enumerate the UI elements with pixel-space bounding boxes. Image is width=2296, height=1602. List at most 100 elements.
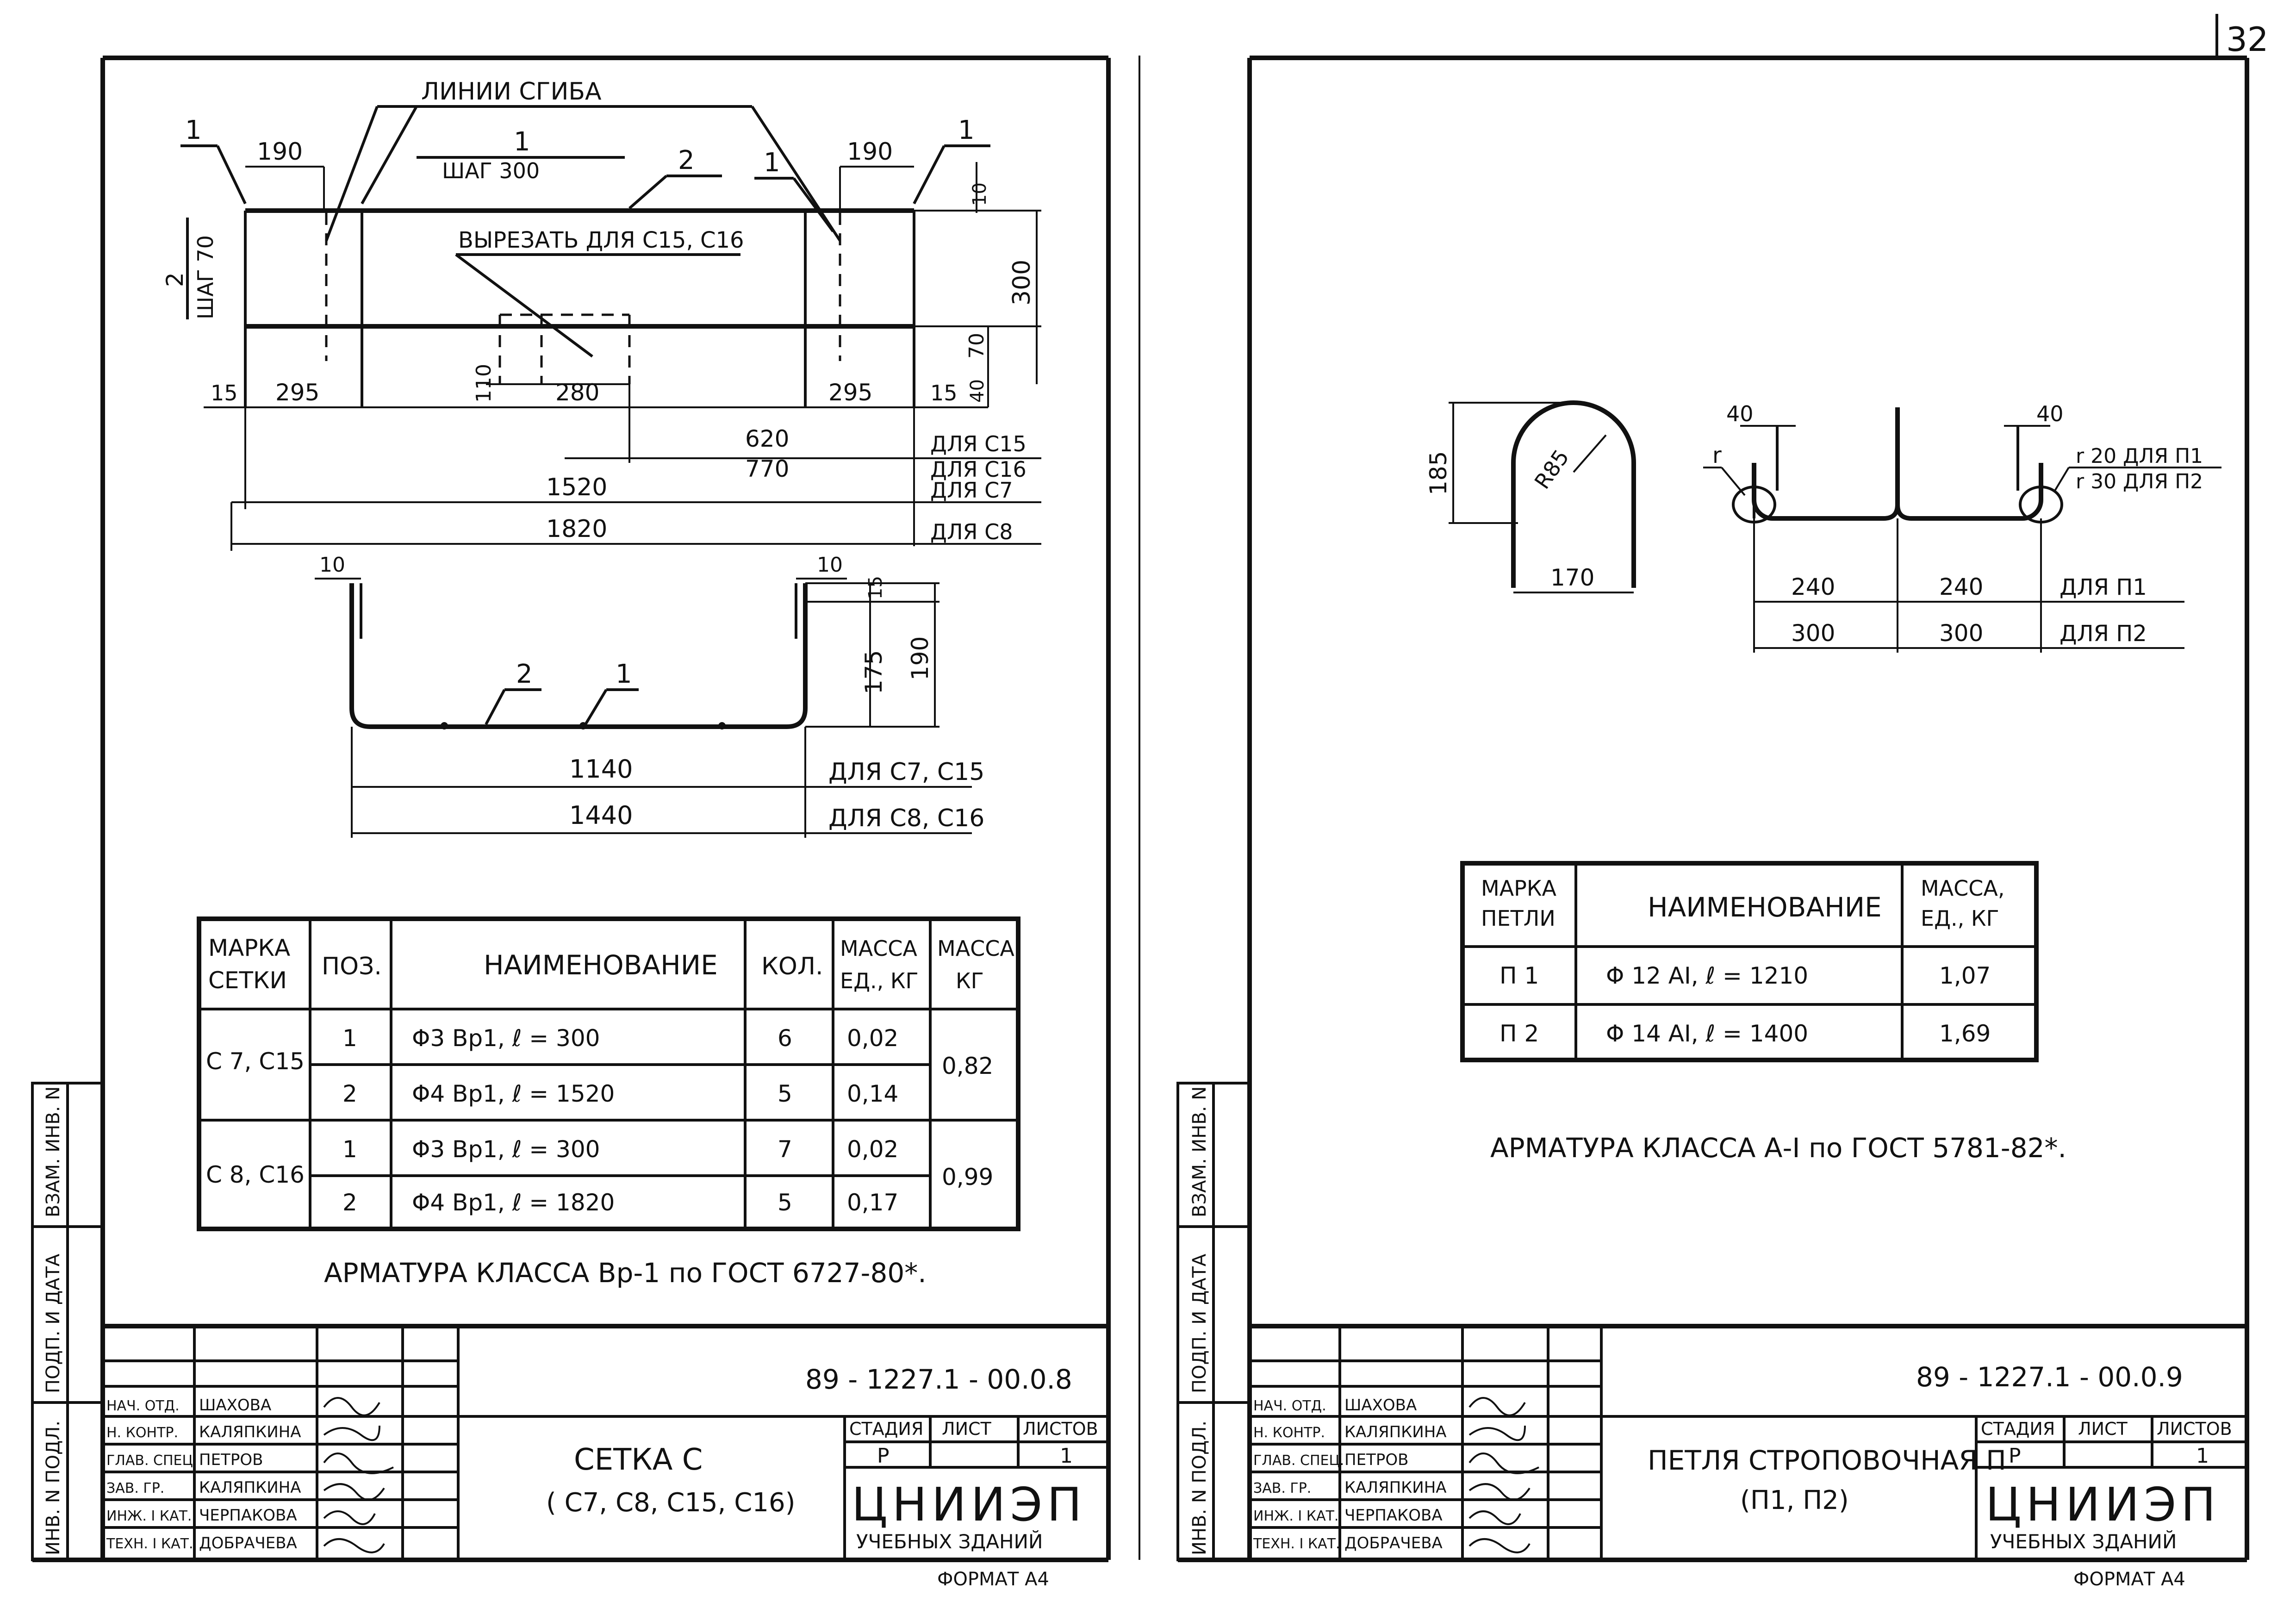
cell-pos-g1r1: 1 bbox=[342, 1025, 357, 1052]
th-loop-mark-2: ПЕТЛИ bbox=[1481, 906, 1556, 931]
left-signer-role-0: НАЧ. ОТД. bbox=[106, 1398, 180, 1414]
label-cut-note: ВЫРЕЗАТЬ ДЛЯ С15, С16 bbox=[458, 227, 744, 253]
cell-unit-g1r2: 0,14 bbox=[847, 1080, 898, 1107]
left-signer-name-4: ЧЕРПАКОВА bbox=[199, 1506, 297, 1525]
cell-unit-g2r2: 0,17 bbox=[847, 1189, 898, 1216]
right-rebar-note: АРМАТУРА КЛАССА А-I по ГОСТ 5781-82*. bbox=[1490, 1132, 2066, 1164]
right-doc-title: ПЕТЛЯ СТРОПОВОЧНАЯ П bbox=[1648, 1445, 2006, 1476]
th-loop-name: НАИМЕНОВАНИЕ bbox=[1648, 891, 1882, 923]
label-for-p2: ДЛЯ П2 bbox=[2060, 621, 2147, 647]
pos-marker-1a: 1 bbox=[185, 115, 202, 145]
label-for-c16: ДЛЯ С16 bbox=[930, 457, 1027, 482]
left-stage-label: СТАДИЯ bbox=[849, 1419, 923, 1439]
dim-280-cut: 280 bbox=[555, 379, 599, 406]
dim-10-top: 10 bbox=[969, 182, 990, 206]
cell-qty-g1r2: 5 bbox=[778, 1080, 792, 1107]
loop-side-drawing: 40 40 r r 20 ДЛЯ П1 r 30 ДЛЯ П2 240 240 … bbox=[1703, 401, 2221, 653]
pos-marker-1b: 1 bbox=[514, 127, 530, 157]
left-signer-role-3: ЗАВ. ГР. bbox=[106, 1480, 164, 1496]
pos-marker-1-section: 1 bbox=[616, 659, 632, 689]
right-signer-name-2: ПЕТРОВ bbox=[1344, 1451, 1408, 1469]
cell-name-g2r1: Φ3 Вр1, ℓ = 300 bbox=[412, 1136, 600, 1163]
dim-295-right: 295 bbox=[828, 379, 872, 406]
left-sheet-label: ЛИСТ bbox=[942, 1419, 992, 1439]
right-stage-value: Р bbox=[2009, 1444, 2021, 1468]
label-r30: r 30 ДЛЯ П2 bbox=[2076, 470, 2203, 493]
th-loop-mass-2: ЕД., КГ bbox=[1921, 906, 1999, 931]
cell-total-g2: 0,99 bbox=[942, 1164, 993, 1191]
th-loop-mass-1: МАССА, bbox=[1921, 876, 2004, 901]
left-signer-name-5: ДОБРАЧЕВА bbox=[199, 1534, 297, 1552]
mesh-spec-table: МАРКА СЕТКИ ПОЗ. НАИМЕНОВАНИЕ КОЛ. МАССА… bbox=[197, 916, 1020, 1231]
left-sheets-label: ЛИСТОВ bbox=[1023, 1419, 1098, 1439]
right-sheets-label: ЛИСТОВ bbox=[2157, 1419, 2232, 1439]
dim-r85: R85 bbox=[1530, 445, 1574, 493]
left-sheet-value: 1 bbox=[1060, 1444, 1073, 1468]
right-org-sub: УЧЕБНЫХ ЗДАНИЙ bbox=[1990, 1530, 2177, 1553]
dim-110-cut: 110 bbox=[472, 364, 496, 403]
cell-loop-name-1: Φ 14 АI, ℓ = 1400 bbox=[1606, 1020, 1808, 1047]
left-signer-role-1: Н. КОНТР. bbox=[106, 1425, 178, 1441]
left-signatures bbox=[323, 1397, 394, 1553]
dim-300-left: 300 bbox=[1791, 620, 1835, 647]
right-signer-role-4: ИНЖ. I КАТ. bbox=[1253, 1508, 1338, 1524]
left-signer-name-2: ПЕТРОВ bbox=[199, 1451, 263, 1469]
dim-40-right: 40 bbox=[967, 379, 988, 403]
dim-190-right: 190 bbox=[847, 138, 893, 166]
dim-15-left: 15 bbox=[211, 380, 238, 405]
dim-10-section-right: 10 bbox=[817, 553, 843, 577]
th-loop-mark-1: МАРКА bbox=[1481, 876, 1557, 901]
dim-170: 170 bbox=[1550, 564, 1594, 591]
dim-40-right: 40 bbox=[2036, 401, 2064, 426]
dim-1440: 1440 bbox=[569, 801, 633, 830]
right-format: ФОРМАТ А4 bbox=[2073, 1569, 2185, 1590]
mesh-plan-drawing: ЛИНИИ СГИБА 1 1 2 1 1 ШАГ 300 2 ШАГ 70 bbox=[162, 78, 1041, 551]
left-format: ФОРМАТ А4 bbox=[937, 1569, 1049, 1590]
dim-300-right: 300 bbox=[1008, 260, 1036, 305]
left-signer-name-3: КАЛЯПКИНА bbox=[199, 1478, 301, 1497]
left-org-sub: УЧЕБНЫХ ЗДАНИЙ bbox=[856, 1530, 1043, 1553]
loop-spec-table: МАРКА ПЕТЛИ НАИМЕНОВАНИЕ МАССА, ЕД., КГ … bbox=[1460, 861, 2039, 1062]
left-org: ЦНИИЭП bbox=[852, 1477, 1086, 1532]
dim-185: 185 bbox=[1425, 451, 1452, 495]
right-signer-role-5: ТЕХН. I КАТ. bbox=[1253, 1536, 1340, 1552]
dim-10-section-left: 10 bbox=[319, 553, 345, 577]
label-for-p1: ДЛЯ П1 bbox=[2060, 574, 2147, 600]
cell-qty-g1r1: 6 bbox=[778, 1025, 792, 1052]
right-side-stamp: ВЗАМ. ИНВ. N ПОДП. И ДАТА ИНВ. N ПОДЛ. bbox=[1176, 1082, 1251, 1561]
dim-770: 770 bbox=[745, 455, 789, 482]
left-doc-code: 89 - 1227.1 - 00.0.8 bbox=[805, 1364, 1072, 1395]
right-doc-subtitle: (П1, П2) bbox=[1740, 1485, 1849, 1515]
cell-total-g1: 0,82 bbox=[942, 1053, 993, 1079]
right-sheet-label: ЛИСТ bbox=[2078, 1419, 2128, 1439]
cell-unit-g2r1: 0,02 bbox=[847, 1136, 898, 1163]
label-r20: r 20 ДЛЯ П1 bbox=[2076, 444, 2203, 468]
left-doc-subtitle: ( С7, С8, С15, С16) bbox=[546, 1488, 795, 1518]
left-signer-name-0: ШАХОВА bbox=[199, 1396, 271, 1415]
dim-15-right: 15 bbox=[930, 380, 958, 405]
label-pos2-left: 2 bbox=[162, 272, 188, 287]
dim-190-section: 190 bbox=[907, 636, 933, 680]
dim-1820: 1820 bbox=[546, 515, 607, 543]
right-signer-name-1: КАЛЯПКИНА bbox=[1344, 1423, 1447, 1441]
th-mark-line2: СЕТКИ bbox=[208, 967, 287, 994]
dim-15-section: 15 bbox=[865, 576, 886, 599]
label-step-300: ШАГ 300 bbox=[442, 158, 540, 183]
left-doc-title: СЕТКА С bbox=[574, 1443, 703, 1477]
right-signatures bbox=[1468, 1397, 1539, 1553]
right-title-block: 89 - 1227.1 - 00.0.9 ПЕТЛЯ СТРОПОВОЧНАЯ … bbox=[1250, 1324, 2247, 1590]
left-sheet: ВЗАМ. ИНВ. N ПОДП. И ДАТА ИНВ. N ПОДЛ. Л… bbox=[31, 56, 1111, 1590]
left-title-block: 89 - 1227.1 - 00.0.8 СЕТКА С ( С7, С8, С… bbox=[103, 1324, 1108, 1590]
cell-mark-g1: С 7, С15 bbox=[206, 1048, 305, 1075]
th-pos: ПОЗ. bbox=[322, 953, 382, 980]
left-stage-value: Р bbox=[877, 1444, 890, 1468]
cell-loop-mass-1: 1,69 bbox=[1939, 1020, 1991, 1047]
cell-loop-mass-0: 1,07 bbox=[1939, 962, 1991, 989]
th-unit-mass-1: МАССА bbox=[840, 936, 917, 961]
mesh-section-drawing: 10 10 2 1 15 175 190 1140 ДЛЯ С7, bbox=[315, 553, 984, 838]
dim-190-left: 190 bbox=[257, 138, 303, 166]
left-signer-role-4: ИНЖ. I КАТ. bbox=[106, 1508, 192, 1524]
right-stamp-sign-date: ПОДП. И ДАТА bbox=[1189, 1253, 1210, 1393]
page-number: 32 bbox=[2226, 20, 2269, 59]
right-stamp-inv: ИНВ. N ПОДЛ. bbox=[1189, 1421, 1210, 1555]
